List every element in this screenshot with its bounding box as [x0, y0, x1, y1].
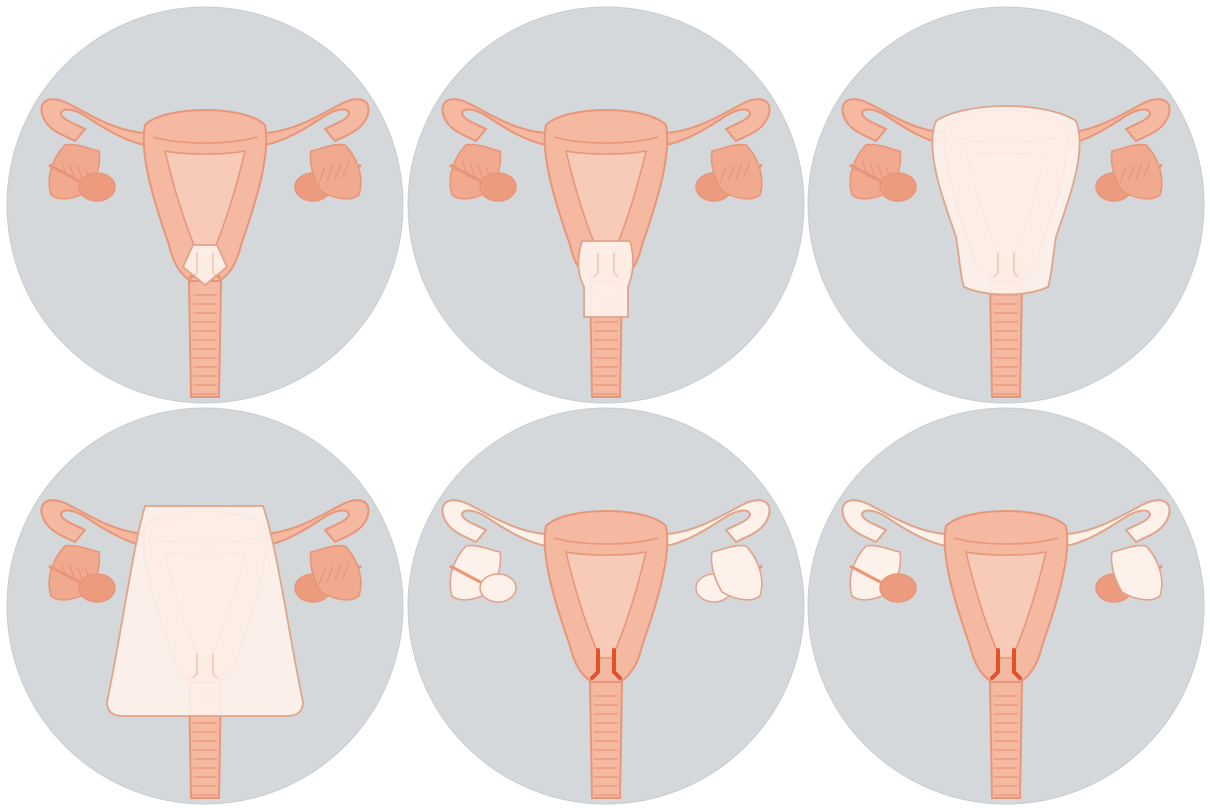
panel-salpingectomy-with-fimbriae — [806, 406, 1206, 806]
vagina — [990, 682, 1022, 798]
vagina — [590, 682, 622, 798]
panel-bilateral-salpingo-oophorectomy — [406, 406, 806, 806]
illustration — [406, 5, 806, 405]
illustration — [5, 5, 405, 405]
illustration — [406, 406, 806, 806]
vagina — [189, 281, 221, 397]
panel-trachelectomy — [406, 5, 806, 405]
panel-radical-hysterectomy — [5, 406, 405, 806]
removed-area-cervix-upper-vagina — [578, 241, 633, 317]
illustration — [806, 5, 1206, 405]
right-ovary-shape — [480, 574, 516, 602]
right-ovary-shape — [880, 574, 916, 602]
vagina — [990, 281, 1022, 397]
panel-simple-hysterectomy — [806, 5, 1206, 405]
right-ovary-shape — [480, 173, 516, 201]
right-ovary-shape — [79, 173, 115, 201]
right-ovary-shape — [79, 574, 115, 602]
illustration — [806, 406, 1206, 806]
right-ovary-shape — [880, 173, 916, 201]
panel-cervical-cone-removal — [5, 5, 405, 405]
illustration — [5, 406, 405, 806]
